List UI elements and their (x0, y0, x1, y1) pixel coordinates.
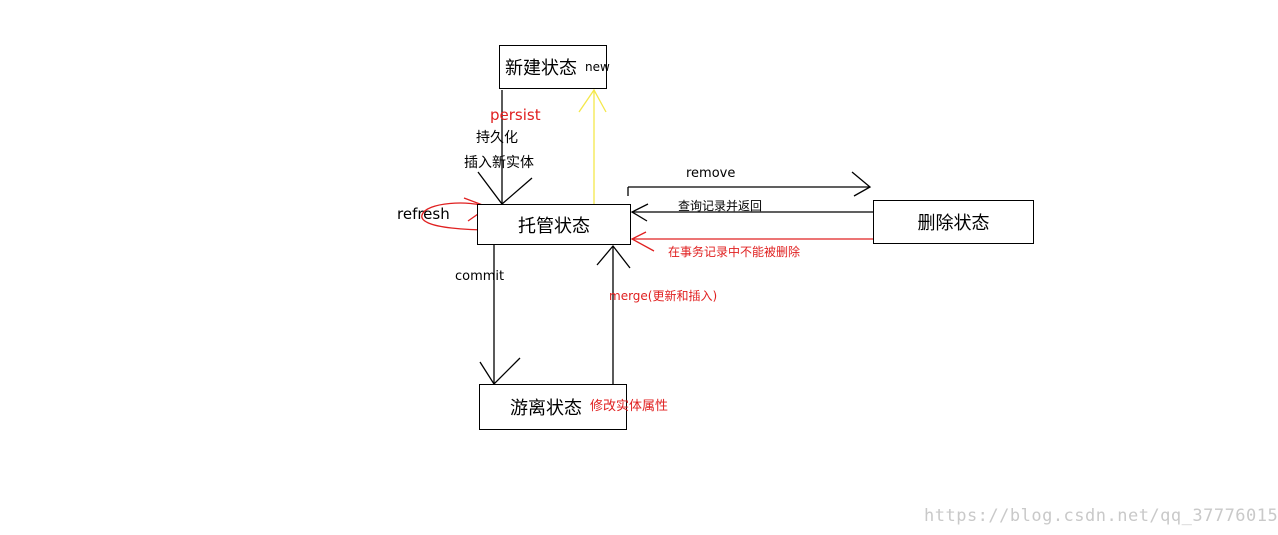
label-insert-entity: 插入新实体 (464, 155, 534, 171)
state-new-box: 新建状态 (499, 45, 607, 89)
label-remove: remove (686, 166, 736, 181)
label-modify-attrs: 修改实体属性 (590, 399, 669, 414)
state-managed-box: 托管状态 (477, 204, 631, 245)
state-removed-box: 删除状态 (873, 200, 1034, 244)
label-refresh: refresh (397, 205, 450, 223)
state-detached-box: 游离状态 (479, 384, 627, 430)
label-cannot-delete: 在事务记录中不能被删除 (668, 245, 801, 259)
label-commit: commit (455, 269, 505, 284)
cannot-delete-arrow (630, 231, 873, 252)
commit-arrow (479, 245, 521, 386)
new-arrow (578, 88, 607, 205)
watermark-text: https://blog.csdn.net/qq_37776015 (924, 506, 1278, 526)
state-removed-label: 删除状态 (917, 213, 990, 234)
label-new: new (585, 60, 610, 74)
state-new-label: 新建状态 (505, 58, 577, 79)
merge-arrow (596, 244, 631, 384)
query-return-arrow (630, 203, 873, 222)
remove-arrow (627, 171, 872, 197)
state-detached-label: 游离状态 (510, 398, 582, 419)
label-merge: merge(更新和插入) (609, 289, 718, 303)
label-query-return: 查询记录并返回 (678, 199, 763, 213)
state-managed-label: 托管状态 (518, 215, 590, 237)
label-persist-cn: 持久化 (476, 130, 518, 146)
label-persist: persist (490, 106, 541, 124)
